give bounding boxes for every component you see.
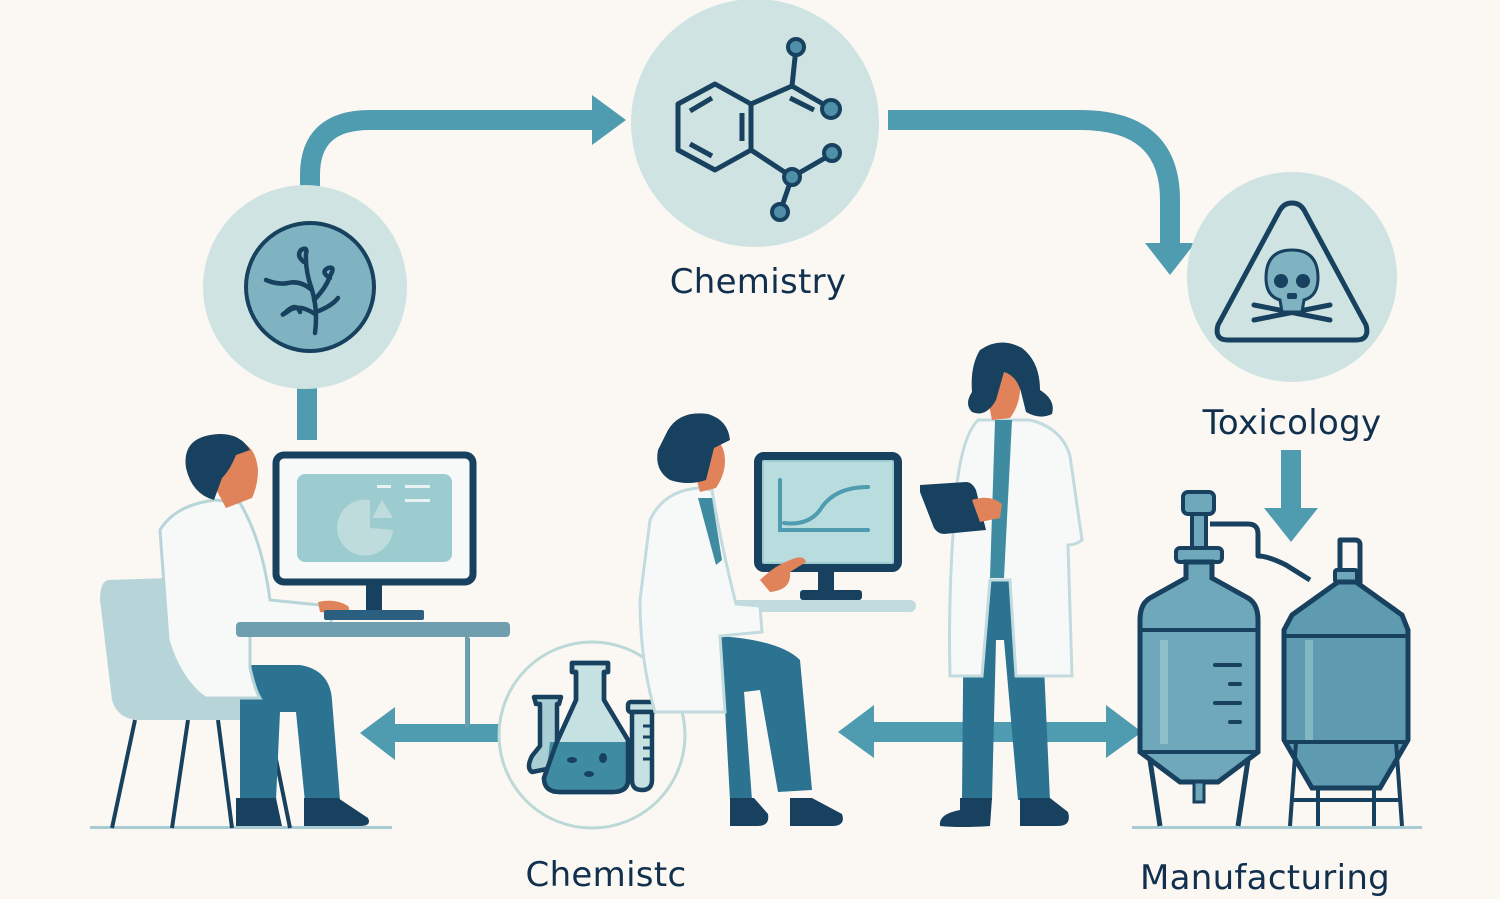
seated-scientist-figure [638, 413, 916, 826]
skull-crossbones-warning-icon [1214, 200, 1370, 343]
left-desk [236, 622, 510, 727]
toxicology-node [1187, 172, 1397, 382]
connector-biology-to-desk [297, 388, 317, 440]
chemistry-node [631, 0, 879, 247]
arrow-biology-to-chemistry [300, 95, 626, 190]
arrow-toxicology-to-manufacturing [1264, 450, 1318, 542]
biology-node [203, 185, 407, 389]
data-analyst-figure [90, 434, 392, 829]
toxicology-label: Toxicology [1202, 403, 1382, 443]
lab-flasks-icon [526, 660, 659, 795]
pie-chart-monitor [272, 451, 477, 620]
pie-chart-icon [337, 499, 393, 556]
chemistc-node [497, 640, 687, 830]
manufacturing-label: Manufacturing [1139, 858, 1391, 898]
arrow-flasks-to-analyst [360, 638, 510, 760]
chemistc-label: Chemistc [525, 855, 687, 895]
industrial-tanks-icon [1132, 490, 1422, 829]
arrow-chemistry-to-toxicology [888, 110, 1195, 275]
chemistry-label: Chemistry [669, 262, 847, 302]
s-curve-graph [778, 478, 870, 532]
tablet-icon [920, 482, 986, 534]
standing-scientist-figure [920, 342, 1084, 827]
